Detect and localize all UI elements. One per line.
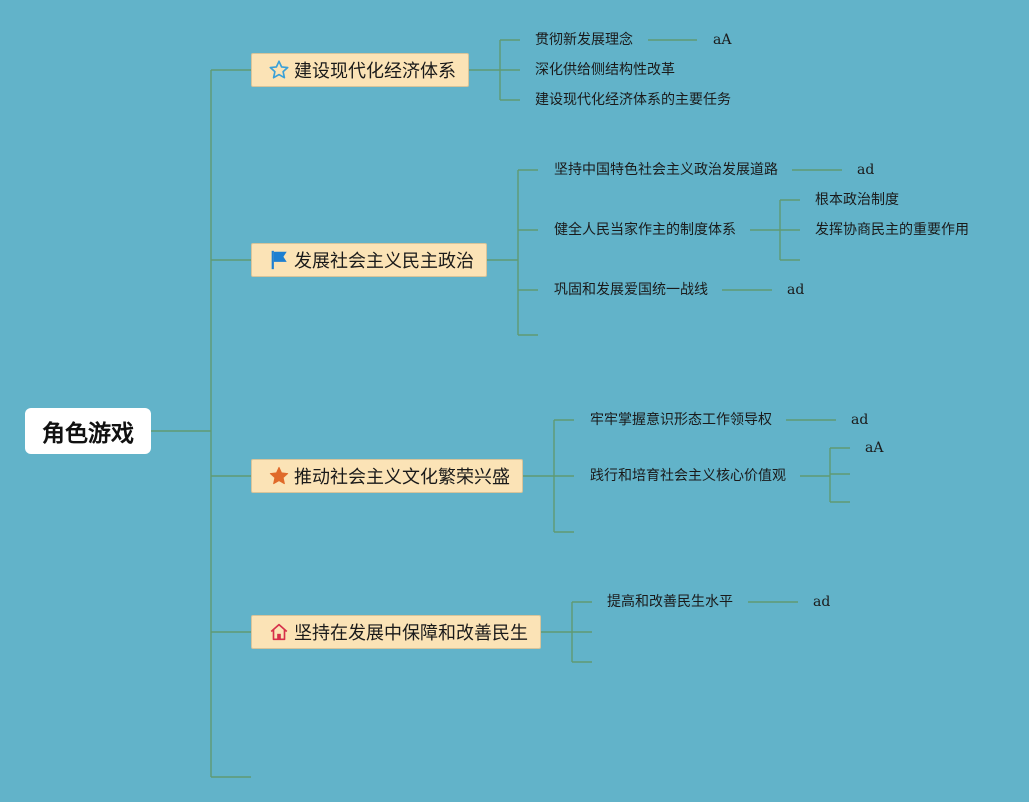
topic-modern-economy[interactable]: 建设现代化经济体系 <box>251 53 469 87</box>
topic-label: 坚持在发展中保障和改善民生 <box>294 623 528 644</box>
item-tag[interactable]: aA <box>865 440 884 456</box>
topic-label: 推动社会主义文化繁荣兴盛 <box>294 467 510 488</box>
item-tag[interactable]: ad <box>857 162 875 178</box>
topic-democratic-politics[interactable]: 发展社会主义民主政治 <box>251 243 487 277</box>
subtopic-improve-livelihood[interactable]: 提高和改善民生水平 <box>607 594 733 610</box>
item-tag[interactable]: ad <box>813 594 831 610</box>
topic-culture[interactable]: 推动社会主义文化繁荣兴盛 <box>251 459 523 493</box>
topic-livelihood[interactable]: 坚持在发展中保障和改善民生 <box>251 615 541 649</box>
flag-icon <box>268 249 290 271</box>
subtopic-united-front[interactable]: 巩固和发展爱国统一战线 <box>554 282 708 298</box>
topic-label: 发展社会主义民主政治 <box>294 251 474 272</box>
leaf-consultative-democracy[interactable]: 发挥协商民主的重要作用 <box>815 222 969 238</box>
item-tag[interactable]: ad <box>787 282 805 298</box>
star-filled-icon <box>268 465 290 487</box>
subtopic-institutional-system[interactable]: 健全人民当家作主的制度体系 <box>554 222 736 238</box>
item-tag[interactable]: aA <box>713 32 732 48</box>
subtopic-main-tasks[interactable]: 建设现代化经济体系的主要任务 <box>535 92 731 108</box>
root-topic[interactable]: 角色游戏 <box>25 408 151 454</box>
subtopic-new-development[interactable]: 贯彻新发展理念 <box>535 32 633 48</box>
home-icon <box>268 621 290 643</box>
subtopic-ideology-leadership[interactable]: 牢牢掌握意识形态工作领导权 <box>590 412 772 428</box>
subtopic-core-values[interactable]: 践行和培育社会主义核心价值观 <box>590 468 786 484</box>
topic-label: 建设现代化经济体系 <box>294 61 456 82</box>
leaf-fundamental-system[interactable]: 根本政治制度 <box>815 192 899 208</box>
item-tag[interactable]: ad <box>851 412 869 428</box>
subtopic-supply-reform[interactable]: 深化供给侧结构性改革 <box>535 62 675 78</box>
star-outline-icon <box>268 59 290 81</box>
subtopic-political-path[interactable]: 坚持中国特色社会主义政治发展道路 <box>554 162 778 178</box>
